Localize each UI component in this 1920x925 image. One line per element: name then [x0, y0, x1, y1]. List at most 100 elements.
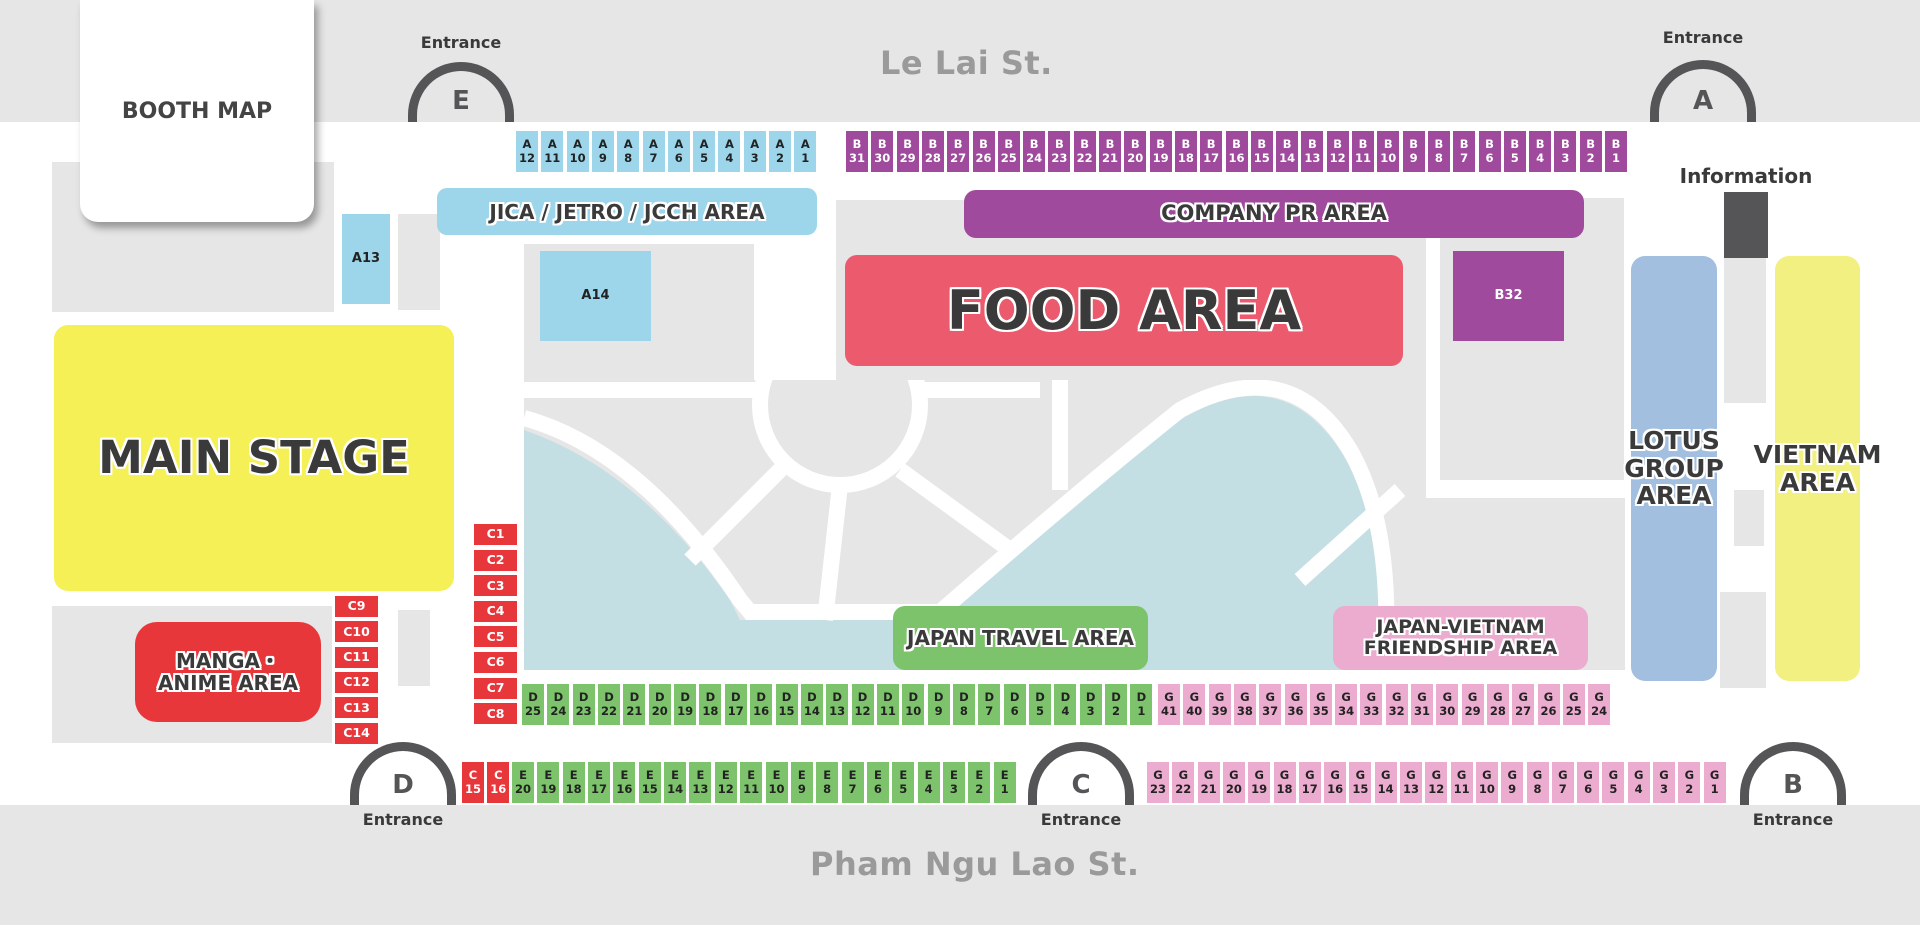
manga-anime-area[interactable]: MANGA・ANIME AREA	[135, 622, 321, 722]
booth-c5[interactable]: C5	[474, 626, 517, 648]
main-stage-area[interactable]: MAIN STAGE	[54, 325, 454, 591]
booth-c7[interactable]: C7	[474, 677, 517, 699]
booth-c8[interactable]: C8	[474, 703, 517, 725]
booth-b32[interactable]: B32	[1453, 251, 1564, 341]
booth-c10[interactable]: C10	[335, 621, 378, 643]
booth-a14[interactable]: A14	[540, 251, 651, 341]
booth-c14[interactable]: C14	[335, 722, 378, 744]
jica-jetro-jcch-area[interactable]: JICA / JETRO / JCCH AREA	[437, 188, 817, 235]
booth-c4[interactable]: C4	[474, 600, 517, 622]
information-booth[interactable]	[1724, 192, 1768, 258]
japan-travel-area[interactable]: JAPAN TRAVEL AREA	[893, 606, 1148, 670]
booth-a13[interactable]: A13	[342, 214, 390, 304]
booth-c1[interactable]: C1	[474, 524, 517, 545]
booth-c12[interactable]: C12	[335, 671, 378, 693]
